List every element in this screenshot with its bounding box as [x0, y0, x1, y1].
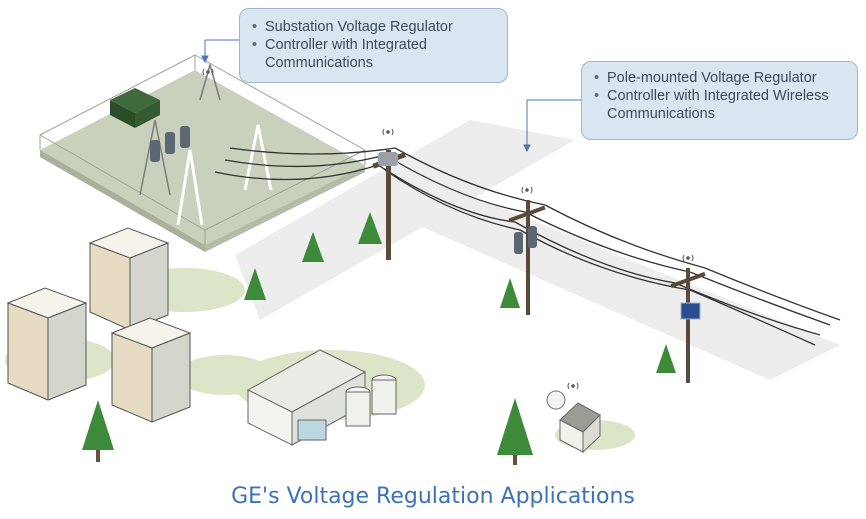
callout-pole-item: Pole-mounted Voltage Regulator: [592, 69, 847, 87]
house: [546, 382, 601, 454]
substation-regulators: [150, 126, 190, 162]
callout-substation-list: Substation Voltage Regulator Controller …: [250, 18, 497, 72]
callout-substation: Substation Voltage Regulator Controller …: [239, 8, 508, 83]
apartment-buildings: [6, 227, 192, 423]
callout-arrows: [201, 39, 581, 153]
diagram-caption: GE's Voltage Regulation Applications: [231, 484, 635, 509]
road: [235, 120, 840, 380]
factory: [246, 349, 397, 446]
smart-meter-icon: [546, 390, 566, 410]
callout-substation-item: Controller with Integrated Communication…: [250, 36, 497, 72]
callout-pole-list: Pole-mounted Voltage Regulator Controlle…: [592, 69, 847, 123]
substation-wireless-icon: [202, 68, 214, 76]
callout-pole-item: Controller with Integrated Wireless Comm…: [592, 87, 847, 123]
callout-pole: Pole-mounted Voltage Regulator Controlle…: [581, 61, 858, 140]
substation: [39, 54, 366, 252]
callout-substation-item: Substation Voltage Regulator: [250, 18, 497, 36]
utility-poles: [372, 128, 706, 383]
trees: [82, 212, 676, 465]
